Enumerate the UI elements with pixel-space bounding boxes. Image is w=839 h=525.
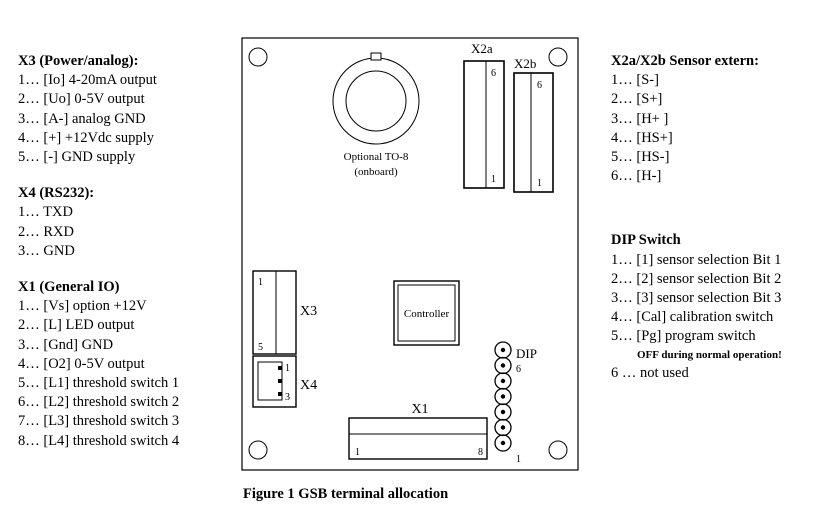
left-legend: X3 (Power/analog): 1… [Io] 4-20mA output… <box>18 52 179 451</box>
dip-segment <box>494 434 512 452</box>
figure-caption: Figure 1 GSB terminal allocation <box>243 486 449 502</box>
x1-item: 7… [L3] threshold switch 3 <box>18 413 180 430</box>
x1-item: 1… [Vs] option +12V <box>18 298 147 315</box>
dip-item: 1… [1] sensor selection Bit 1 <box>611 251 782 268</box>
x4-pin <box>278 392 282 396</box>
dip-item: 3… [3] sensor selection Bit 3 <box>611 290 782 307</box>
x2a-pin-bottom: 1 <box>491 174 496 185</box>
controller-inner <box>397 284 456 342</box>
x1-pin-right: 8 <box>478 447 483 458</box>
x1-item: 3… [Gnd] GND <box>18 336 114 353</box>
dip-dot <box>500 440 506 446</box>
dip-dot <box>500 363 506 368</box>
x1-item: 8… [L4] threshold switch 4 <box>18 432 180 449</box>
x3-item: 5… [-] GND supply <box>18 149 136 166</box>
x3-item: 1… [Io] 4-20mA output <box>18 72 157 89</box>
x2-item: 4… [HS+] <box>611 129 673 146</box>
mounting-hole <box>548 47 568 67</box>
x2-item: 5… [HS-] <box>611 149 670 166</box>
mounting-hole <box>248 440 268 460</box>
dip-switch <box>494 341 512 452</box>
controller-label: Controller <box>404 308 450 320</box>
dip-extra: 6 … not used <box>611 364 689 381</box>
x1-item: 6… [L2] threshold switch 2 <box>18 394 180 411</box>
dip-item: 2… [2] sensor selection Bit 2 <box>611 270 782 287</box>
mounting-hole <box>248 47 268 67</box>
x3-item: 4… [+] +12Vdc supply <box>18 129 154 146</box>
x2b-pin-top: 6 <box>537 80 542 91</box>
x3-pin-bottom: 5 <box>258 342 263 353</box>
right-legend: X2a/X2b Sensor extern: 1… [S-] 2… [S+] 3… <box>611 52 782 383</box>
x1-item: 4… [O2] 0-5V output <box>18 355 145 372</box>
x2a-pin-strip <box>485 60 505 189</box>
x2-item: 1… [S-] <box>611 72 659 89</box>
x2a-connector <box>463 60 505 189</box>
x3-title: X3 (Power/analog): <box>18 53 139 69</box>
to8-label-1: Optional TO-8 <box>344 151 409 163</box>
x1-item: 2… [L] LED output <box>18 317 135 334</box>
dip-dot <box>500 394 506 399</box>
to8-label-2: (onboard) <box>354 166 398 178</box>
dip-item: 4… [Cal] calibration switch <box>611 309 774 326</box>
x2-item: 6… [H-] <box>611 168 662 185</box>
dip-dot <box>500 378 506 384</box>
x1-title: X1 (General IO) <box>18 279 120 296</box>
dip-dot <box>500 425 506 430</box>
x4-pin <box>278 379 282 383</box>
dip-note: OFF during normal operation! <box>637 348 782 361</box>
x2b-pin-strip <box>530 72 554 193</box>
x2b-connector <box>513 72 554 193</box>
dip-dot <box>500 347 506 353</box>
x1-label: X1 <box>411 402 428 417</box>
x3-item: 3… [A-] analog GND <box>18 110 146 127</box>
x3-pin-strip <box>275 270 297 355</box>
dip-dot <box>500 409 506 415</box>
x1-connector <box>348 417 488 460</box>
x2a-pin-top: 6 <box>491 68 496 79</box>
dip-title: DIP Switch <box>611 232 681 249</box>
x4-item: 1… TXD <box>18 204 73 221</box>
x4-pin-top: 1 <box>285 363 290 374</box>
x4-title: X4 (RS232): <box>18 185 95 202</box>
x1-item: 5… [L1] threshold switch 1 <box>18 375 180 392</box>
x4-item: 2… RXD <box>18 223 74 240</box>
x4-label: X4 <box>300 378 317 393</box>
dip-label: DIP <box>516 346 537 361</box>
to8-tab <box>370 52 382 61</box>
x2b-pin-bottom: 1 <box>537 178 542 189</box>
x4-item: 3… GND <box>18 242 75 259</box>
x4-connector <box>252 355 297 408</box>
mounting-hole <box>548 440 568 460</box>
x4-pin <box>278 366 282 370</box>
dip-item: 5… [Pg] program switch <box>611 328 756 345</box>
x3-pin-top: 1 <box>258 277 263 288</box>
controller-outer <box>393 280 460 346</box>
x3-label: X3 <box>300 304 317 319</box>
x4-pin-bottom: 3 <box>285 392 290 403</box>
x1-pin-left: 1 <box>355 447 360 458</box>
x3-item: 2… [Uo] 0-5V output <box>18 91 145 108</box>
x2a-label: X2a <box>471 41 493 56</box>
board-outline <box>241 37 579 471</box>
x2-title: X2a/X2b Sensor extern: <box>611 53 759 69</box>
x2-item: 2… [S+] <box>611 91 663 108</box>
x2-item: 3… [H+ ] <box>611 110 669 127</box>
dip-pin-bottom: 1 <box>516 454 521 465</box>
x2b-label: X2b <box>514 56 536 71</box>
dip-pin-top: 6 <box>516 364 521 375</box>
to8-inner-ring <box>345 70 407 132</box>
